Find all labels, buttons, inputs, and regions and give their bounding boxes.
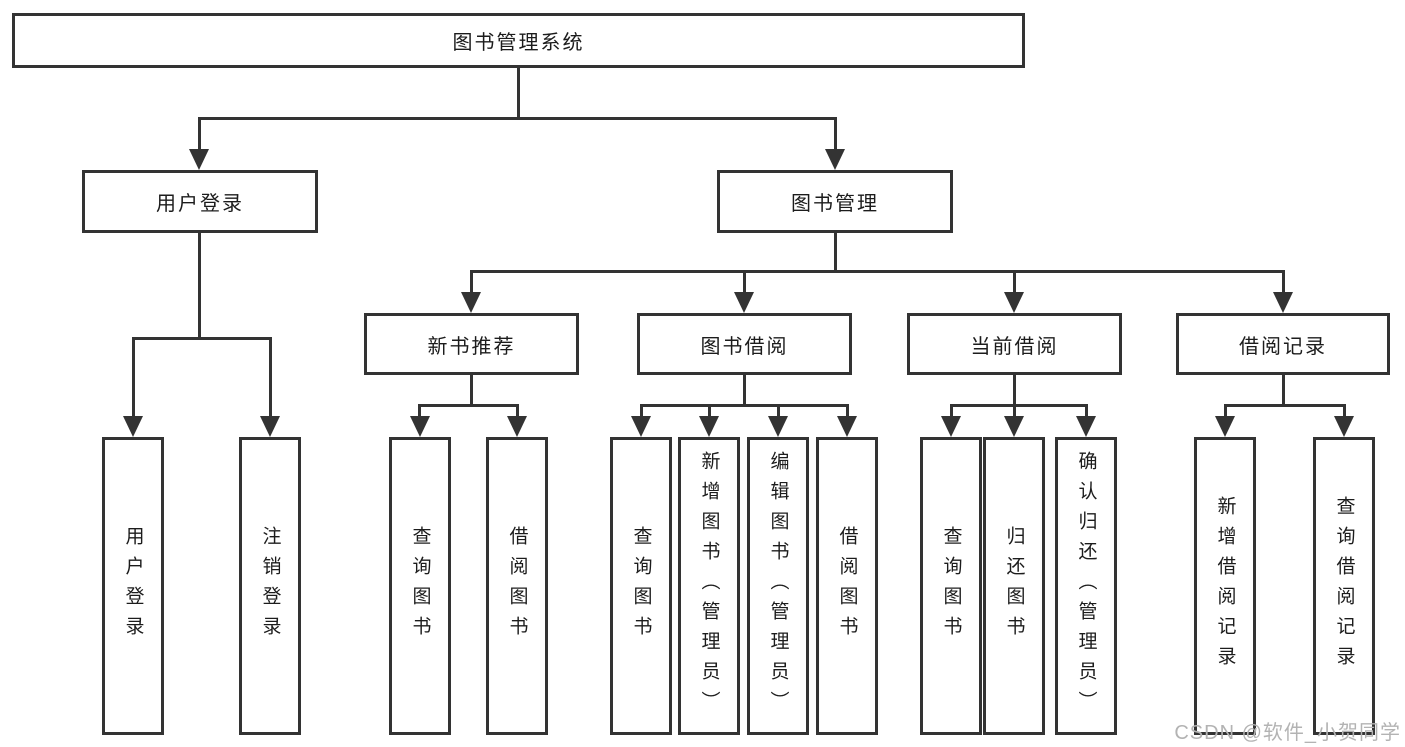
arrow-down-icon bbox=[941, 416, 961, 437]
node-library-system: 图书管理系统 bbox=[12, 13, 1025, 68]
connector-drop bbox=[950, 404, 953, 418]
leaf-add-borrow-record: 新增借阅记录 bbox=[1194, 437, 1256, 735]
arrow-down-icon bbox=[1004, 292, 1024, 313]
node-book-management: 图书管理 bbox=[717, 170, 953, 233]
connector-userlogin-vline bbox=[198, 233, 201, 338]
connector-drop-borrow-records bbox=[1282, 270, 1285, 294]
leaf-query-borrow-record: 查询借阅记录 bbox=[1313, 437, 1375, 735]
connector-bookmgmt-hline bbox=[470, 270, 1285, 273]
connector-records-vline bbox=[1282, 375, 1285, 406]
leaf-logout-login: 注销登录 bbox=[239, 437, 301, 735]
connector-currentborrow-hline bbox=[950, 404, 1088, 407]
leaf-edit-books-admin: 编辑图书（管理员） bbox=[747, 437, 809, 735]
arrow-down-icon bbox=[1334, 416, 1354, 437]
connector-drop bbox=[1343, 404, 1346, 418]
connector-drop-book-management bbox=[834, 117, 837, 150]
connector-root-hline bbox=[198, 117, 836, 120]
leaf-query-books-recommend: 查询图书 bbox=[389, 437, 451, 735]
arrow-down-icon bbox=[631, 416, 651, 437]
arrow-down-icon bbox=[410, 416, 430, 437]
node-current-borrowing: 当前借阅 bbox=[907, 313, 1122, 375]
connector-drop-leaf-user-login bbox=[132, 337, 135, 425]
node-borrowing-records: 借阅记录 bbox=[1176, 313, 1390, 375]
connector-drop bbox=[640, 404, 643, 418]
arrow-down-icon bbox=[123, 416, 143, 437]
connector-drop bbox=[516, 404, 519, 418]
connector-currentborrow-vline bbox=[1013, 375, 1016, 406]
leaf-borrow-books-borrow: 借阅图书 bbox=[816, 437, 878, 735]
arrow-down-icon bbox=[189, 149, 209, 170]
connector-drop bbox=[846, 404, 849, 418]
arrow-down-icon bbox=[1273, 292, 1293, 313]
connector-records-hline bbox=[1224, 404, 1345, 407]
connector-drop-user-login bbox=[198, 117, 201, 150]
connector-newbook-vline bbox=[470, 375, 473, 406]
arrow-down-icon bbox=[260, 416, 280, 437]
connector-newbook-hline bbox=[418, 404, 519, 407]
leaf-return-books: 归还图书 bbox=[983, 437, 1045, 735]
connector-drop bbox=[418, 404, 421, 418]
node-user-login: 用户登录 bbox=[82, 170, 318, 233]
node-new-book-recommendation: 新书推荐 bbox=[364, 313, 579, 375]
arrow-down-icon bbox=[699, 416, 719, 437]
arrow-down-icon bbox=[461, 292, 481, 313]
arrow-down-icon bbox=[1076, 416, 1096, 437]
leaf-query-books-current: 查询图书 bbox=[920, 437, 982, 735]
arrow-down-icon bbox=[734, 292, 754, 313]
arrow-down-icon bbox=[1004, 416, 1024, 437]
connector-drop bbox=[1013, 404, 1016, 418]
connector-drop bbox=[708, 404, 711, 418]
connector-drop-leaf-logout bbox=[269, 337, 272, 425]
leaf-query-books-borrow: 查询图书 bbox=[610, 437, 672, 735]
connector-bookborrow-vline bbox=[743, 375, 746, 406]
watermark-text: CSDN @软件_小贺同学 bbox=[1174, 722, 1401, 744]
connector-drop-new-book bbox=[470, 270, 473, 294]
connector-root-vline bbox=[517, 68, 520, 120]
arrow-down-icon bbox=[837, 416, 857, 437]
leaf-user-login: 用户登录 bbox=[102, 437, 164, 735]
leaf-confirm-return-admin: 确认归还（管理员） bbox=[1055, 437, 1117, 735]
connector-drop bbox=[1085, 404, 1088, 418]
connector-bookmgmt-vline bbox=[834, 233, 837, 273]
node-book-borrowing: 图书借阅 bbox=[637, 313, 852, 375]
arrow-down-icon bbox=[507, 416, 527, 437]
connector-drop bbox=[1224, 404, 1227, 418]
arrow-down-icon bbox=[1215, 416, 1235, 437]
connector-drop-book-borrow bbox=[743, 270, 746, 294]
leaf-borrow-books-recommend: 借阅图书 bbox=[486, 437, 548, 735]
arrow-down-icon bbox=[768, 416, 788, 437]
connector-userlogin-hline bbox=[132, 337, 272, 340]
connector-drop-current-borrow bbox=[1013, 270, 1016, 294]
arrow-down-icon bbox=[825, 149, 845, 170]
connector-drop bbox=[777, 404, 780, 418]
leaf-add-books-admin: 新增图书（管理员） bbox=[678, 437, 740, 735]
connector-bookborrow-hline bbox=[640, 404, 849, 407]
